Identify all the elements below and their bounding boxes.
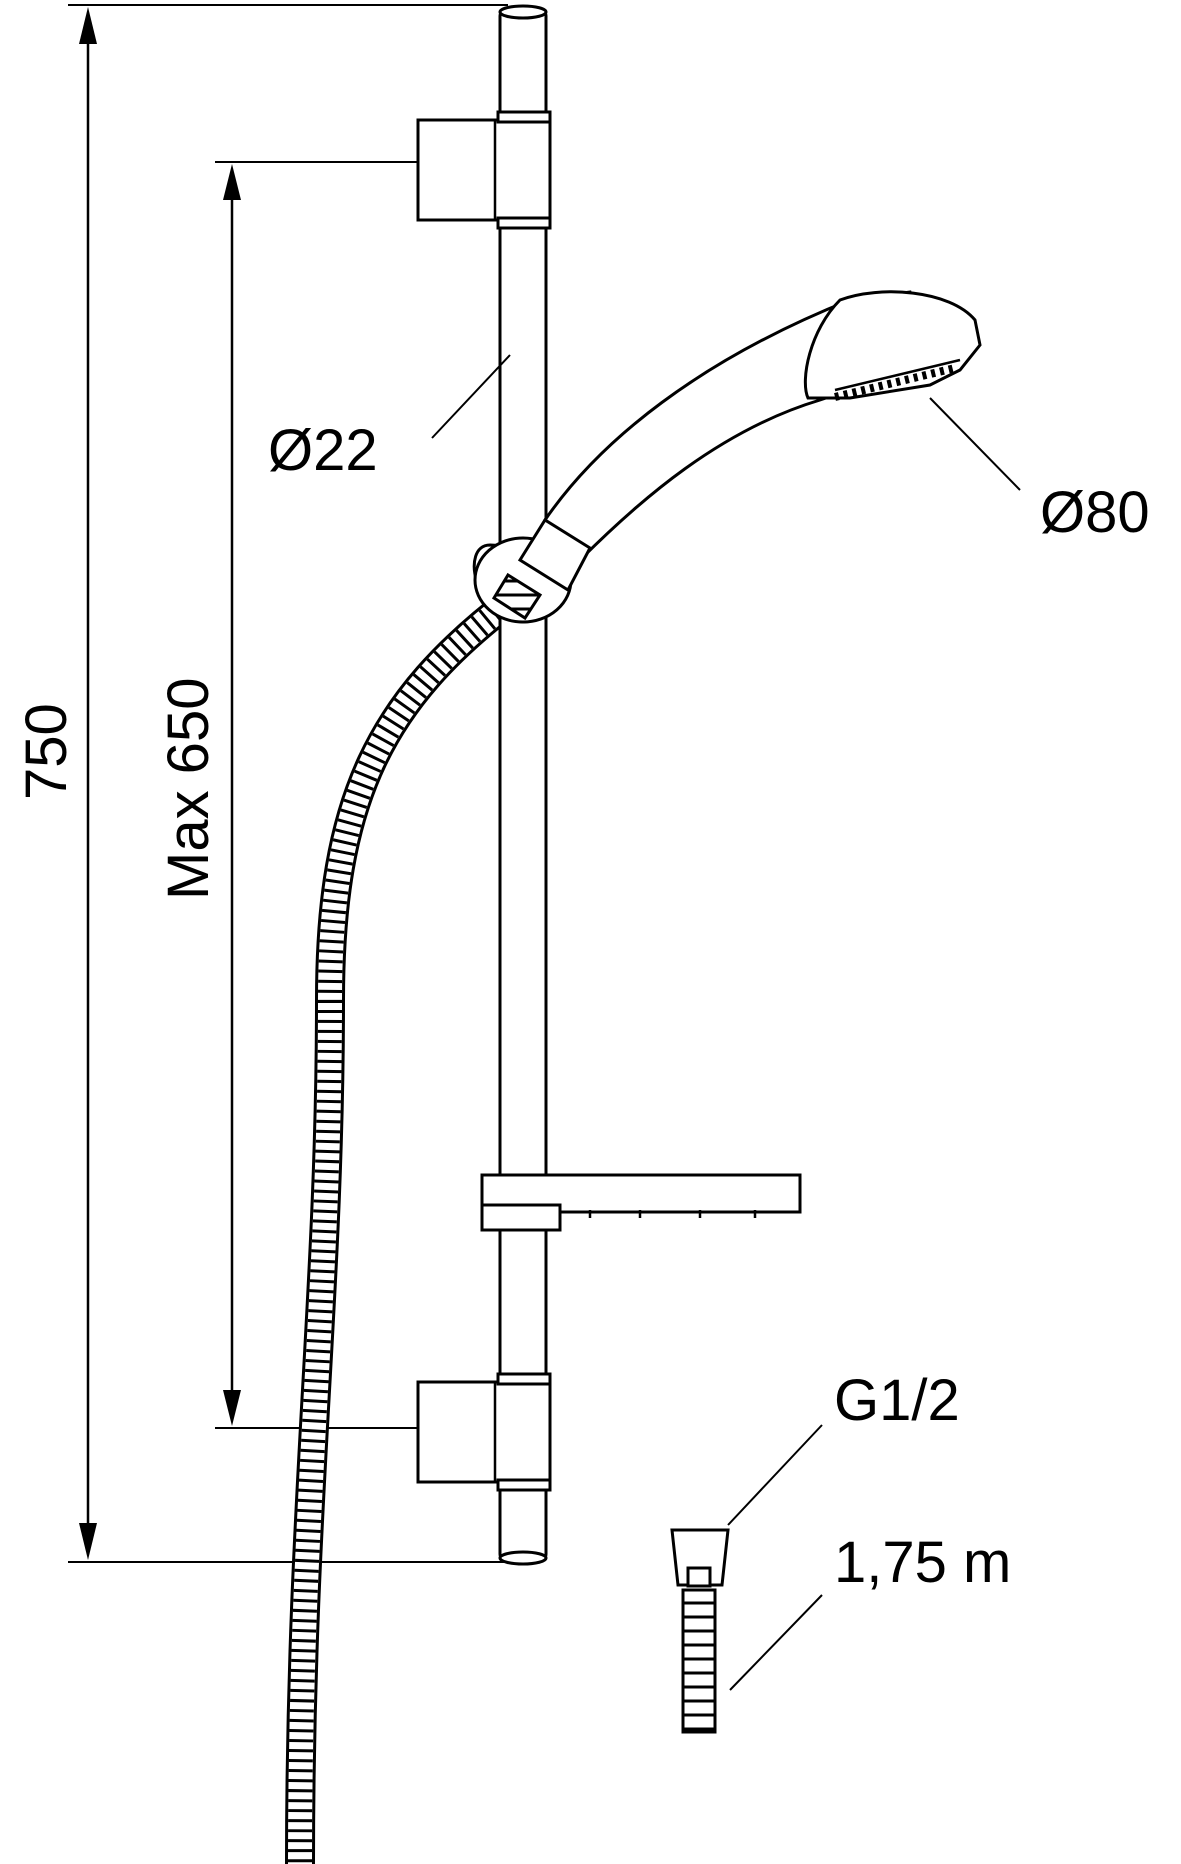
bracket-collar-top (496, 1372, 552, 1386)
handshower-head (803, 290, 982, 400)
arrowhead-down (223, 1390, 241, 1426)
spray-nozzles (834, 364, 956, 401)
label-diameter-80: Ø80 (1040, 480, 1150, 545)
hose-conical-nut (491, 572, 543, 621)
leader-line-g12 (727, 1424, 823, 1526)
bracket-collar-bottom (496, 1478, 552, 1492)
dimension-max-650: Max 650 (156, 161, 420, 1429)
spare-hose-detail: G1/2 1,75 m (670, 1368, 1011, 1734)
label-diameter-22: Ø22 (268, 418, 378, 483)
label-g12: G1/2 (834, 1368, 960, 1433)
hose-nut-g12 (670, 1528, 730, 1587)
shower-rail (498, 4, 548, 1566)
hose-nut-insert (686, 1566, 712, 1588)
dimension-diameter-80: Ø80 (929, 397, 1150, 545)
arrowhead-down (79, 1523, 97, 1560)
soap-dish-clamp (480, 1203, 562, 1232)
leader-line-22 (431, 354, 511, 439)
rail-end-cap-bottom (498, 1550, 548, 1566)
label-750: 750 (14, 703, 79, 800)
bracket-collar-top (496, 110, 552, 124)
rail-end-cap-top (498, 4, 548, 20)
arrowhead-up (79, 7, 97, 44)
shower-hose (285, 588, 522, 1864)
handshower (491, 290, 982, 621)
dimension-diameter-22: Ø22 (268, 354, 511, 483)
upper-wall-bracket (416, 110, 552, 230)
bracket-collar-bottom (496, 216, 552, 230)
leader-line-80 (929, 397, 1021, 491)
lower-wall-bracket (416, 1372, 552, 1492)
bracket-body (416, 118, 552, 222)
spray-face (834, 358, 961, 392)
soap-dish (480, 1173, 802, 1232)
handshower-nut (517, 517, 592, 593)
label-max-650: Max 650 (156, 678, 221, 900)
dimension-750: 750 (14, 4, 508, 1563)
leader-line-hose-length (729, 1594, 823, 1691)
rail-tube (498, 8, 548, 1562)
arrowhead-up (223, 164, 241, 200)
bracket-body (416, 1380, 552, 1484)
label-hose-length: 1,75 m (834, 1530, 1011, 1595)
hose-segment (681, 1588, 717, 1734)
